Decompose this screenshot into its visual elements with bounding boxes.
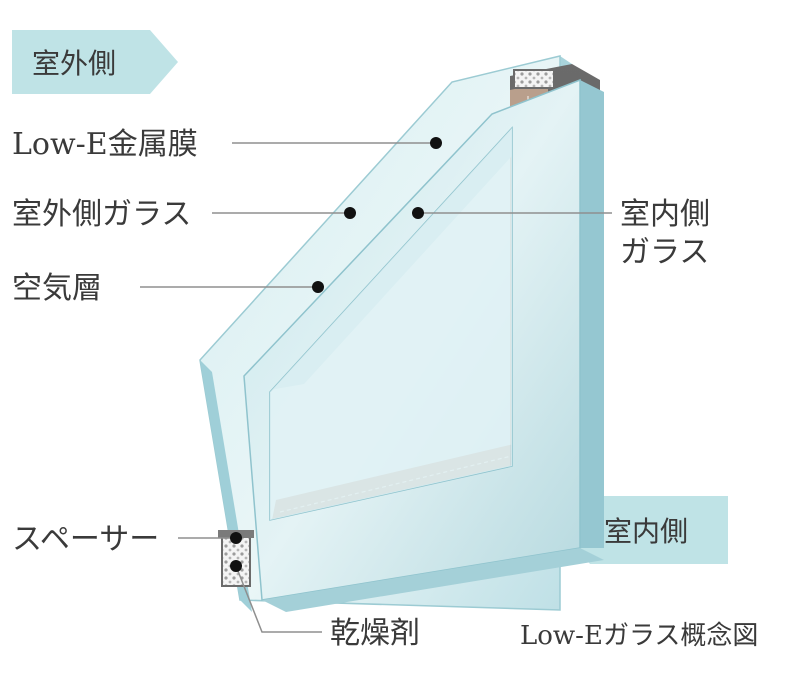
marker-dots (230, 137, 442, 572)
label-spacer: スペーサー (12, 522, 159, 557)
dot-outer-glass (344, 207, 356, 219)
dot-desiccant (230, 560, 242, 572)
leader-lines (140, 142, 612, 633)
inner-glass-pane (243, 78, 604, 612)
dot-low-e (430, 137, 442, 149)
label-low-e-film: Low-E金属膜 (12, 127, 198, 162)
label-outer-glass: 室外側ガラス (12, 197, 191, 232)
leader-desiccant (235, 565, 322, 633)
outside-tag: 室外側 (12, 30, 178, 94)
spacer-section-top (513, 69, 555, 89)
label-inner-glass-line1: 室内側 (620, 197, 710, 232)
label-air-layer: 空気層 (12, 271, 102, 306)
labels: Low-E金属膜 室外側ガラス 空気層 室内側 ガラス スペーサー 乾燥剤 Lo… (12, 127, 758, 651)
label-desiccant: 乾燥剤 (330, 616, 420, 651)
diagram-caption: Low-Eガラス概念図 (520, 621, 758, 651)
dot-air-layer (312, 281, 324, 293)
inside-tag-text: 室内側 (604, 515, 688, 548)
label-inner-glass-line2: ガラス (620, 235, 709, 270)
outside-tag-arrow (12, 30, 178, 94)
dot-spacer (230, 532, 242, 544)
dot-inner-glass (412, 207, 424, 219)
outside-tag-text: 室外側 (32, 47, 116, 80)
